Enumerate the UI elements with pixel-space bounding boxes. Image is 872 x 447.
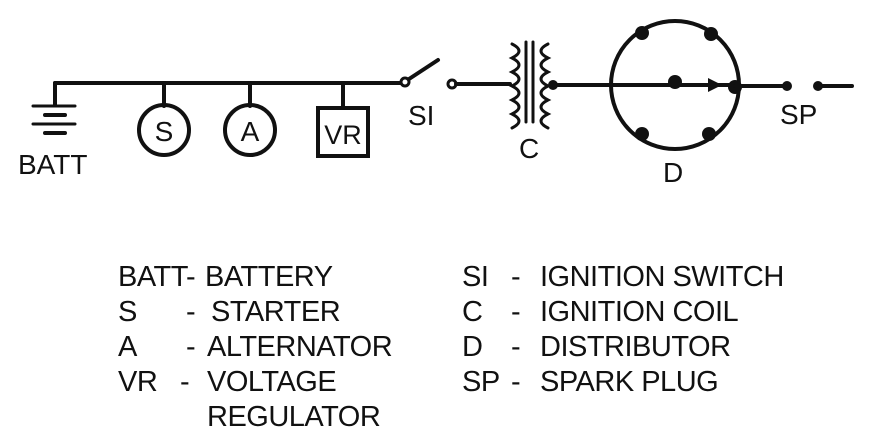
legend-abbr: A (118, 331, 137, 363)
legend-sep: - (511, 261, 521, 293)
ignition-coil-symbol (508, 40, 614, 130)
ignition-switch-label: SI (408, 100, 434, 131)
legend-sep: - (180, 366, 190, 398)
legend-abbr: SP (462, 366, 500, 398)
ignition-coil-label: C (519, 133, 539, 164)
legend-desc: STARTER (211, 296, 341, 328)
alternator-label: A (241, 116, 260, 147)
legend-desc: IGNITION SWITCH (540, 261, 784, 293)
legend-sep: - (186, 296, 196, 328)
starter-label: S (155, 116, 174, 147)
legend-sep: - (511, 366, 521, 398)
battery-symbol (31, 81, 77, 135)
starter-symbol (137, 103, 191, 157)
legend-abbr: BATT (118, 261, 188, 293)
voltage-regulator-label: VR (324, 120, 362, 150)
ignition-switch-symbol (399, 58, 512, 90)
legend-sep: - (186, 331, 196, 363)
legend-sep: - (511, 296, 521, 328)
spark-plug-symbol (813, 81, 854, 91)
alternator-symbol (223, 103, 277, 157)
legend-desc: BATTERY (205, 261, 333, 293)
distributor-symbol (609, 19, 792, 151)
voltage-regulator-symbol (316, 106, 370, 158)
legend-sep: - (511, 331, 521, 363)
distributor-label: D (663, 157, 683, 188)
spark-plug-label: SP (780, 99, 817, 130)
legend-desc: REGULATOR (207, 401, 381, 433)
legend-desc: IGNITION COIL (540, 296, 739, 328)
legend-desc: ALTERNATOR (207, 331, 393, 363)
legend-sep: - (186, 261, 196, 293)
legend-abbr: D (462, 331, 483, 363)
legend-desc: VOLTAGE (207, 366, 337, 398)
battery-label: BATT (18, 149, 87, 180)
legend-abbr: VR (118, 366, 158, 398)
legend-abbr: C (462, 296, 483, 328)
legend-abbr: S (118, 296, 137, 328)
legend-desc: SPARK PLUG (540, 366, 719, 398)
legend-abbr: SI (462, 261, 489, 293)
legend-desc: DISTRIBUTOR (540, 331, 731, 363)
